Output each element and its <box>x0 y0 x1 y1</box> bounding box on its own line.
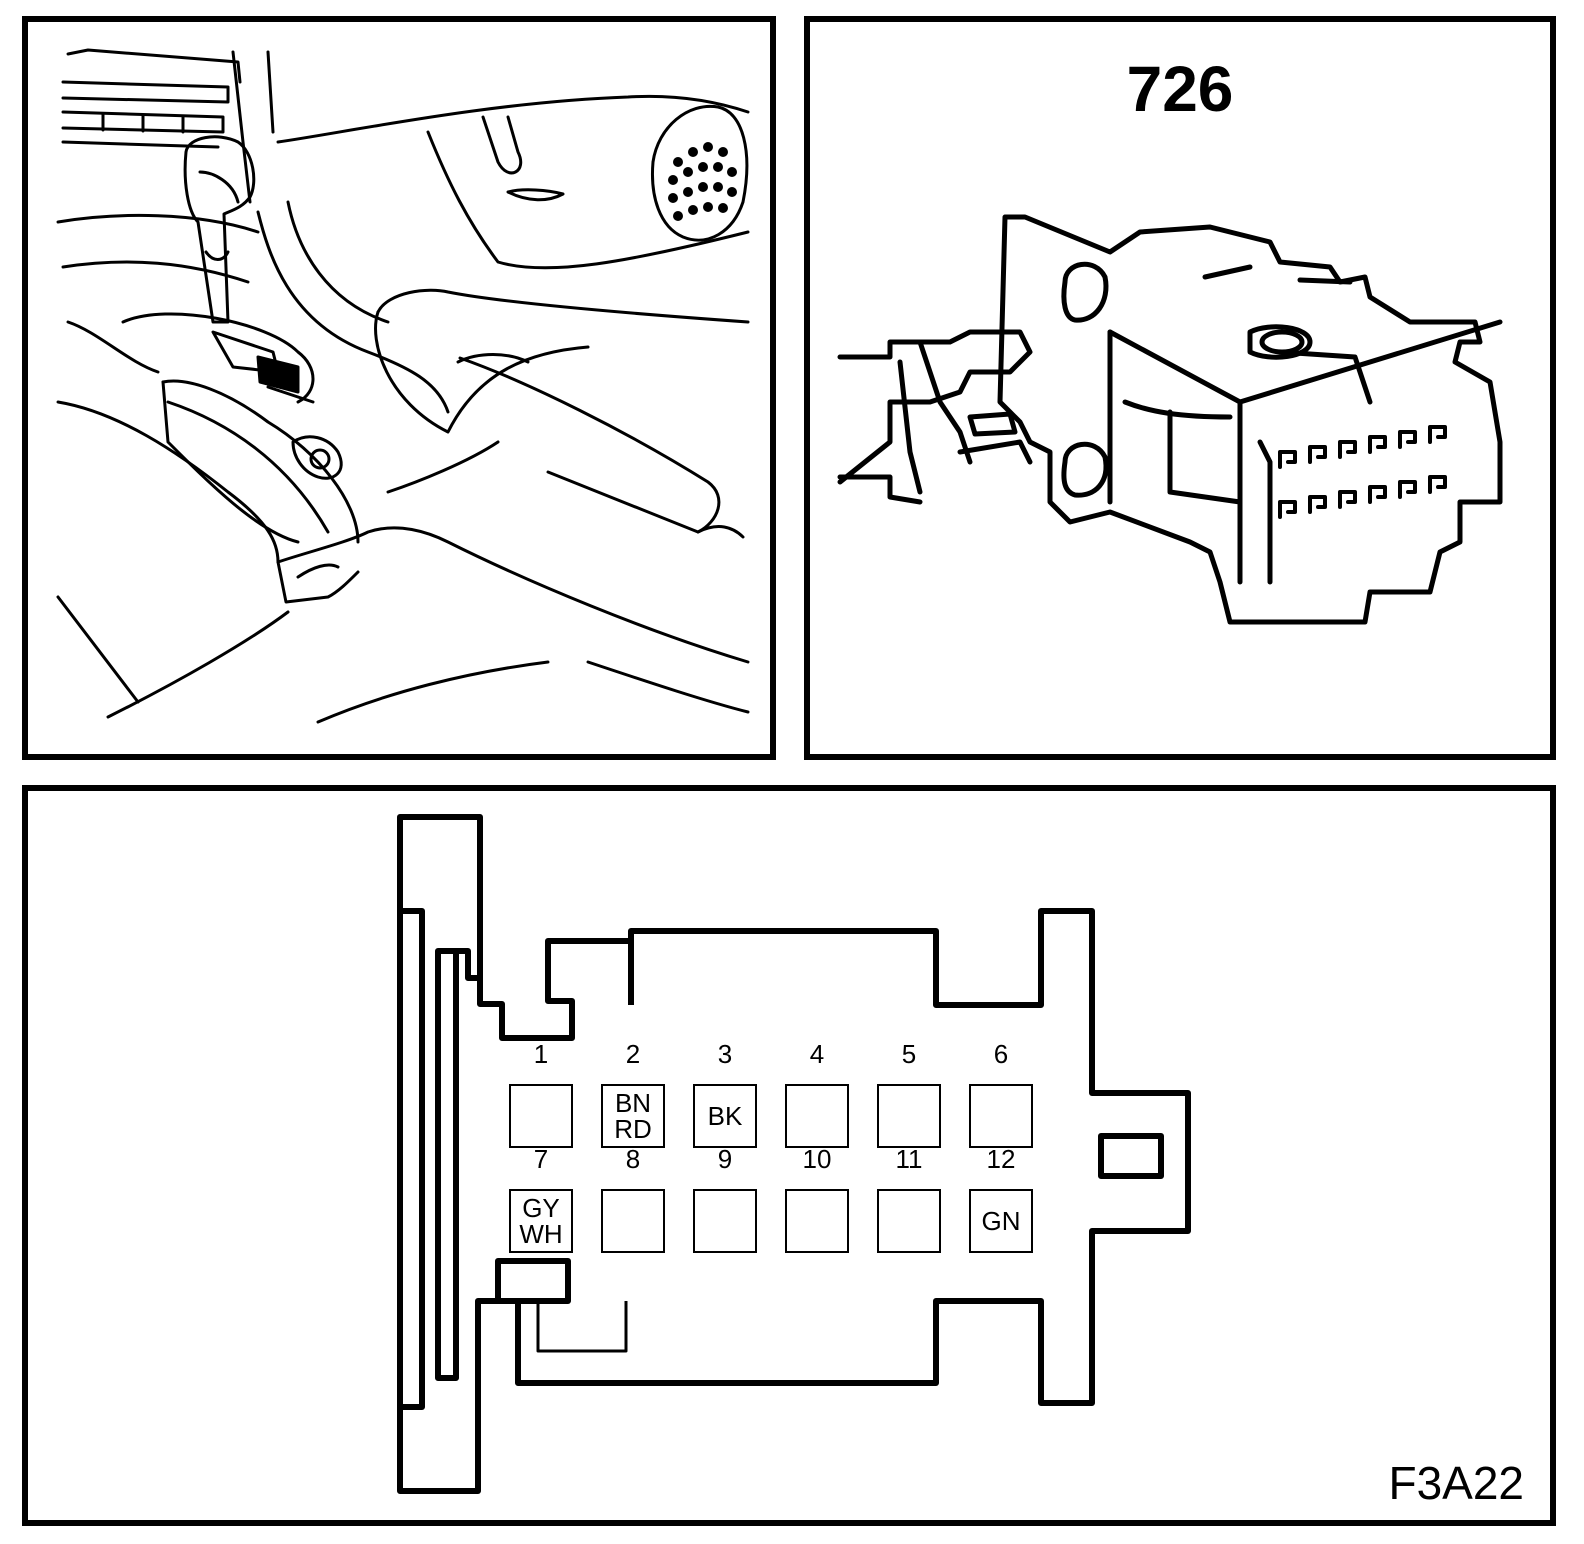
pin-number: 8 <box>625 1144 641 1174</box>
pin-cavity-3: BK <box>693 1084 757 1148</box>
figure-code: F3A22 <box>1388 1457 1524 1509</box>
pin-cavity-9 <box>693 1189 757 1253</box>
pin-number: 11 <box>895 1144 923 1174</box>
pin-cavity-8 <box>601 1189 665 1253</box>
wire-color: GY <box>522 1193 560 1223</box>
wire-color: BN <box>614 1088 652 1118</box>
pin-number: 3 <box>717 1039 733 1069</box>
pin-number: 2 <box>625 1039 641 1069</box>
pin-cavity-1 <box>509 1084 573 1148</box>
pin-number: 5 <box>901 1039 917 1069</box>
connector-illustration-panel: 726 <box>804 16 1556 760</box>
pin-number: 7 <box>533 1144 549 1174</box>
connector-face-outline <box>397 814 1191 1494</box>
pin-cavity-2: BN RD <box>601 1084 665 1148</box>
pin-cavity-10 <box>785 1189 849 1253</box>
wire-color: WH <box>519 1219 563 1249</box>
pin-number: 4 <box>809 1039 825 1069</box>
pin-cavity-5 <box>877 1084 941 1148</box>
connector-number: 726 <box>1126 53 1234 125</box>
pin-cavity-12: GN <box>969 1189 1033 1253</box>
pin-number: 12 <box>986 1144 1016 1174</box>
pin-cavity-6 <box>969 1084 1033 1148</box>
wire-color: BK <box>707 1101 743 1131</box>
pin-number: 10 <box>802 1144 832 1174</box>
car-interior-illustration <box>56 48 750 724</box>
interior-illustration-panel <box>22 16 776 760</box>
pin-cavity-4 <box>785 1084 849 1148</box>
wire-color: RD <box>614 1114 652 1144</box>
wire-color: GN <box>981 1206 1021 1236</box>
pin-number: 9 <box>717 1144 733 1174</box>
connector-pinout-panel: 1 2 BN RD 3 BK 4 5 6 7 GY WH 8 9 10 11 1… <box>22 785 1556 1526</box>
pin-cavity-7: GY WH <box>509 1189 573 1253</box>
pin-number: 6 <box>993 1039 1009 1069</box>
connector-3d-illustration <box>837 214 1503 625</box>
pin-cavity-11 <box>877 1189 941 1253</box>
pin-number: 1 <box>533 1039 549 1069</box>
